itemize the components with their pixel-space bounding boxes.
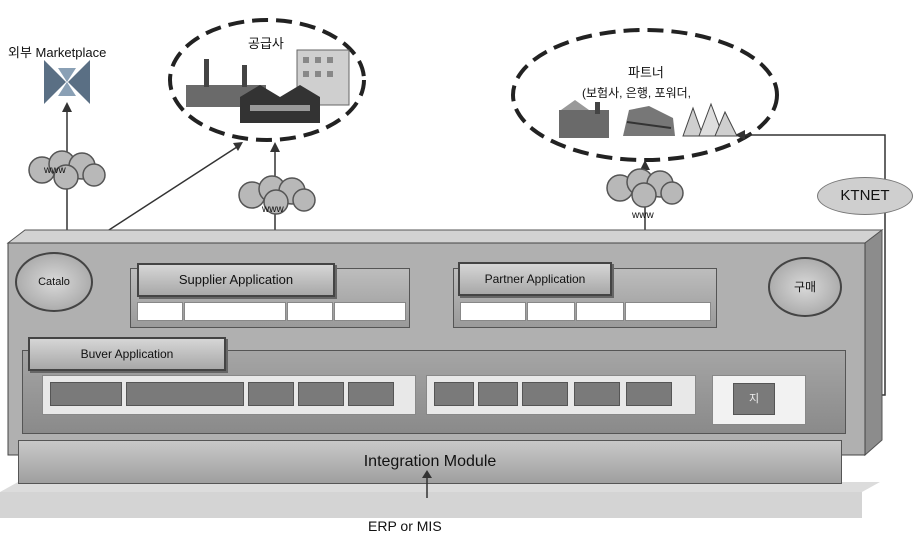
partner-module-slot [460,302,526,321]
supplier-app-title: Supplier Application [137,263,335,297]
partner-group-label: 파트너 [628,65,664,80]
catalog-node: Catalo [15,252,93,312]
purchase-node: 구매 [768,257,842,317]
internet-cloud-icon [606,168,684,208]
supplier-module-slot [137,302,183,321]
partner-module-slot [625,302,711,321]
factory-icon [186,49,350,123]
internet-cloud-icon [28,150,106,190]
partner-module-slot [527,302,575,321]
supplier-module-slot [287,302,333,321]
www-label: www [632,210,654,221]
supplier-group-ellipse [168,18,366,142]
buyer-module-slot [298,382,344,406]
marketplace-label: 외부 Marketplace [8,45,107,60]
supplier-module-slot [334,302,406,321]
buyer-module-slot [50,382,122,406]
buyer-module-slot [574,382,620,406]
marketplace-icon [44,60,90,104]
erp-label: ERP or MIS [368,518,442,534]
supplier-group-label: 공급사 [248,36,284,51]
partner-group-sublabel: (보험사, 은행, 포워더, [582,86,691,100]
buyer-module-slot [126,382,244,406]
supplier-module-slot [184,302,286,321]
internet-cloud-icon [238,175,316,215]
partner-app-title: Partner Application [458,262,612,296]
integration-module: Integration Module [18,440,842,484]
buyer-module-slot [626,382,672,406]
www-label: www [44,165,66,176]
buyer-module-slot [522,382,568,406]
payment-slot: 지 [733,383,775,415]
buyer-module-slot [434,382,474,406]
buyer-module-slot [348,382,394,406]
integration-erp-connector [422,470,432,498]
ktnet-node: KTNET [817,177,913,215]
buyer-module-slot [248,382,294,406]
buyer-module-slot [478,382,518,406]
partner-module-slot [576,302,624,321]
partner-icons [559,100,738,138]
www-label: www [262,204,284,215]
buyer-app-title: Buver Application [28,337,226,371]
